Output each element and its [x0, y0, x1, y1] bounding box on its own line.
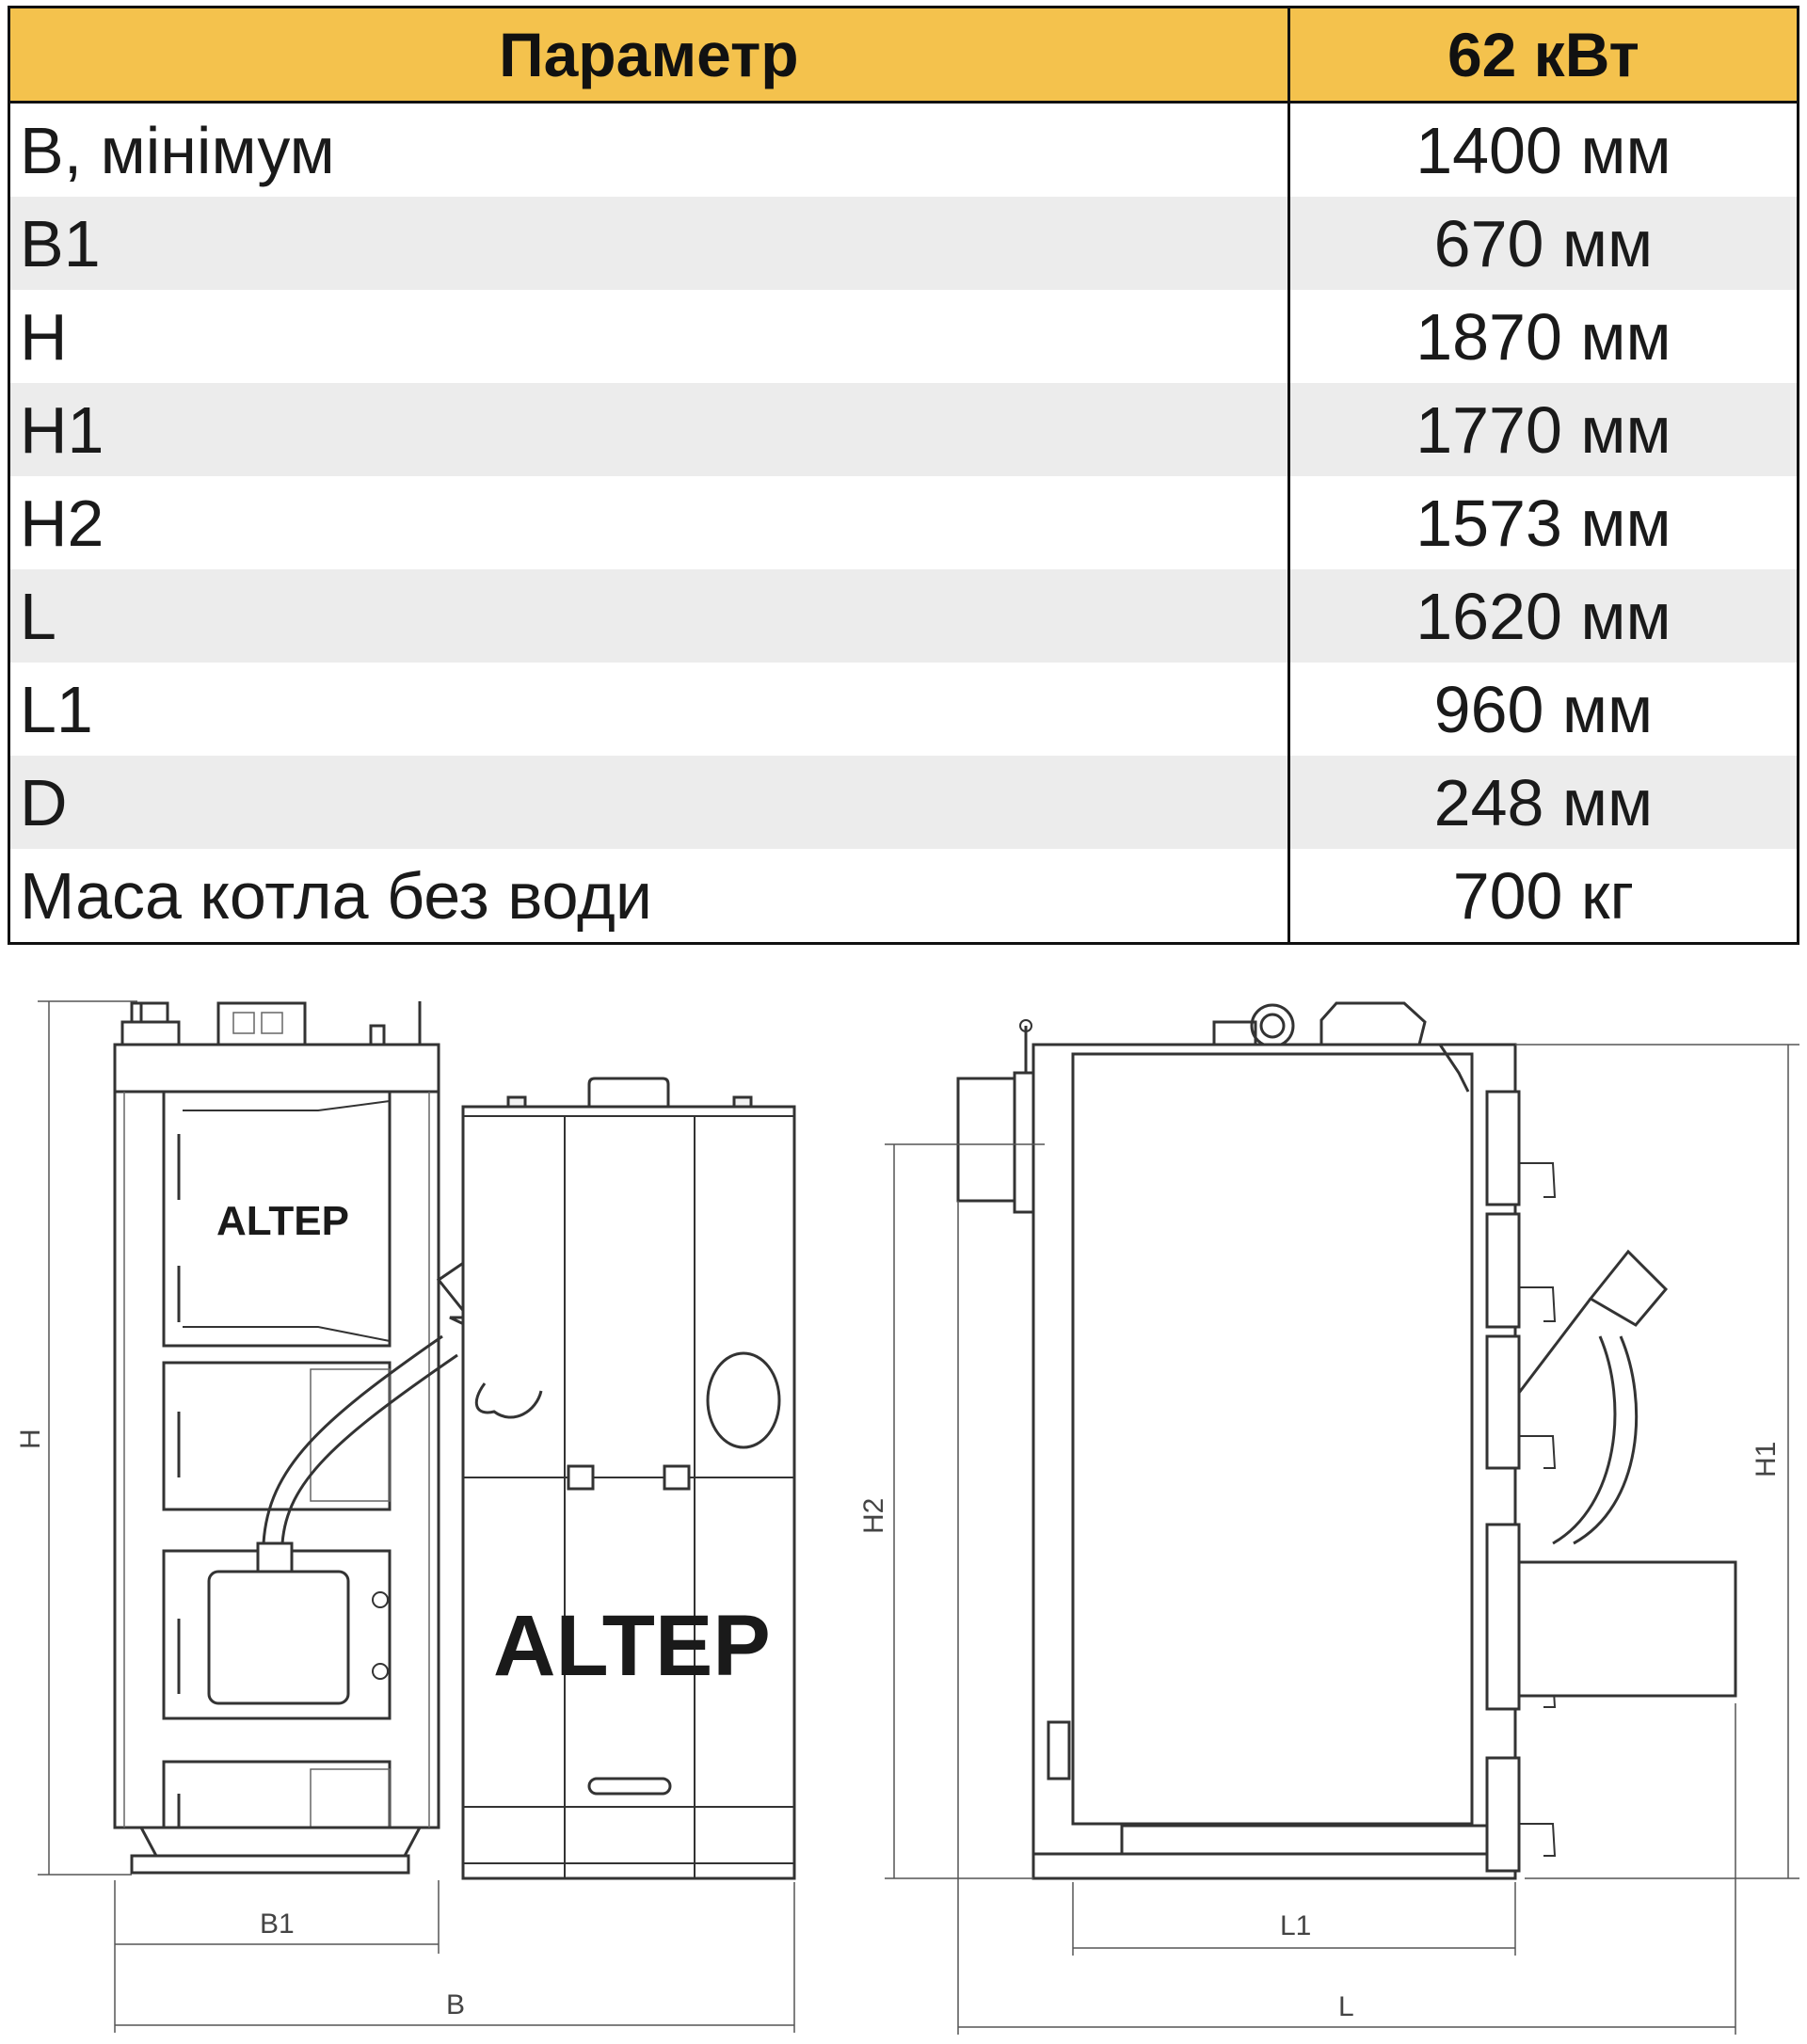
hopper-logo: ALTEP	[493, 1598, 771, 1694]
dim-label-h: H	[15, 1429, 46, 1449]
row-value: 960 мм	[1288, 663, 1799, 756]
row-value: 1620 мм	[1288, 569, 1799, 663]
table-row: D 248 мм	[8, 756, 1799, 849]
boiler-technical-drawing: ALTEP	[15, 1000, 1799, 2035]
row-value: 1400 мм	[1288, 102, 1799, 197]
table-row: B, мінімум 1400 мм	[8, 102, 1799, 197]
row-value: 248 мм	[1288, 756, 1799, 849]
front-door-logo: ALTEP	[216, 1198, 349, 1244]
row-param: H1	[8, 383, 1290, 476]
row-param: L1	[8, 663, 1290, 756]
row-param: B1	[8, 197, 1290, 290]
table-row: B1 670 мм	[8, 197, 1799, 290]
table-row: L 1620 мм	[8, 569, 1799, 663]
row-param: H2	[8, 476, 1290, 569]
spec-table: Параметр 62 кВт B, мінімум 1400 мм B1 67…	[8, 6, 1800, 945]
table-row: L1 960 мм	[8, 663, 1799, 756]
row-param: B, мінімум	[8, 102, 1290, 197]
row-param: L	[8, 569, 1290, 663]
dim-label-h1: H1	[1751, 1442, 1782, 1477]
dimension-lines: H B1 B H2 H1 L1 L	[15, 1000, 1799, 2035]
row-value: 1870 мм	[1288, 290, 1799, 383]
row-value: 1770 мм	[1288, 383, 1799, 476]
row-value: 700 кг	[1288, 849, 1799, 944]
header-param: Параметр	[8, 6, 1290, 104]
dim-label-b: B	[446, 1989, 465, 2020]
table-header-row: Параметр 62 кВт	[8, 6, 1800, 104]
dim-label-l1: L1	[1280, 1910, 1311, 1941]
row-param: H	[8, 290, 1290, 383]
row-value: 1573 мм	[1288, 476, 1799, 569]
dim-label-l: L	[1338, 1991, 1354, 2022]
table-row: H 1870 мм	[8, 290, 1799, 383]
dim-label-h2: H2	[858, 1498, 889, 1534]
row-param: D	[8, 756, 1290, 849]
header-value: 62 кВт	[1287, 6, 1800, 104]
table-row: Маса котла без води 700 кг	[8, 849, 1799, 944]
dim-label-b1: B1	[260, 1908, 295, 1940]
row-param: Маса котла без води	[8, 849, 1290, 944]
table-row: H1 1770 мм	[8, 383, 1799, 476]
side-view	[956, 1001, 1737, 1880]
front-view: ALTEP	[113, 1001, 796, 1880]
row-value: 670 мм	[1288, 197, 1799, 290]
table-row: H2 1573 мм	[8, 476, 1799, 569]
